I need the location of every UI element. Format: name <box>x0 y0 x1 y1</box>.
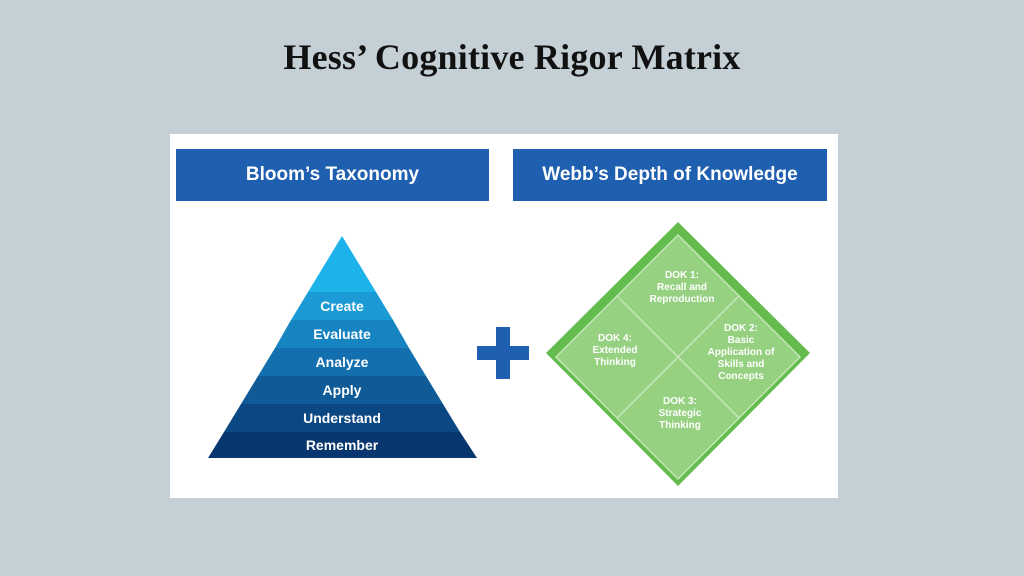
pyramid-label-understand: Understand <box>303 410 381 426</box>
pyramid-label-create: Create <box>320 298 364 314</box>
dok4-line-1: DOK 4: <box>598 333 632 344</box>
webbs-dok-diamond: DOK 1: Recall and Reproduction DOK 2: Ba… <box>546 222 810 486</box>
pyramid-label-analyze: Analyze <box>316 354 369 370</box>
dok3-line-2: Strategic <box>659 408 702 419</box>
pyramid-tip <box>308 236 376 292</box>
pyramid-level-analyze <box>258 348 426 376</box>
dok2-line-2: Basic <box>728 335 755 346</box>
dok3-line-1: DOK 3: <box>663 396 697 407</box>
pyramid-label-apply: Apply <box>323 382 362 398</box>
dok-quadrant-4 <box>554 294 680 420</box>
dok2-line-4: Skills and <box>718 359 765 370</box>
webbs-dok-header: Webb’s Depth of Knowledge <box>513 149 827 201</box>
dok3-label: DOK 3: Strategic Thinking <box>659 396 702 431</box>
dok1-line-3: Reproduction <box>650 294 715 305</box>
diagram-panel: Bloom’s Taxonomy Webb’s Depth of Knowled… <box>170 134 838 498</box>
diagram-svg: Create Evaluate Analyze Apply Understand… <box>208 222 810 486</box>
dok1-line-2: Recall and <box>657 282 707 293</box>
dok2-line-1: DOK 2: <box>724 323 758 334</box>
dok1-line-1: DOK 1: <box>665 270 699 281</box>
pyramid-level-create <box>291 292 393 320</box>
slide-title: Hess’ Cognitive Rigor Matrix <box>283 37 741 77</box>
pyramid-level-apply <box>241 376 443 404</box>
pyramid-label-evaluate: Evaluate <box>313 326 371 342</box>
pyramid-level-understand <box>224 404 460 432</box>
dok4-line-2: Extended <box>592 345 637 356</box>
pyramid-label-remember: Remember <box>306 437 379 453</box>
blooms-pyramid: Create Evaluate Analyze Apply Understand… <box>208 236 477 458</box>
plus-icon <box>477 327 529 379</box>
dok2-line-5: Concepts <box>718 371 764 382</box>
plus-icon-horizontal <box>477 346 529 360</box>
pyramid-level-remember <box>208 432 477 458</box>
pyramid-level-evaluate <box>275 320 409 348</box>
dok2-label: DOK 2: Basic Application of Skills and C… <box>708 323 775 382</box>
dok4-line-3: Thinking <box>594 357 636 368</box>
blooms-taxonomy-header: Bloom’s Taxonomy <box>176 149 489 201</box>
dok4-label: DOK 4: Extended Thinking <box>592 333 637 368</box>
dok3-line-3: Thinking <box>659 420 701 431</box>
dok2-line-3: Application of <box>708 347 775 358</box>
dok1-label: DOK 1: Recall and Reproduction <box>650 270 715 305</box>
